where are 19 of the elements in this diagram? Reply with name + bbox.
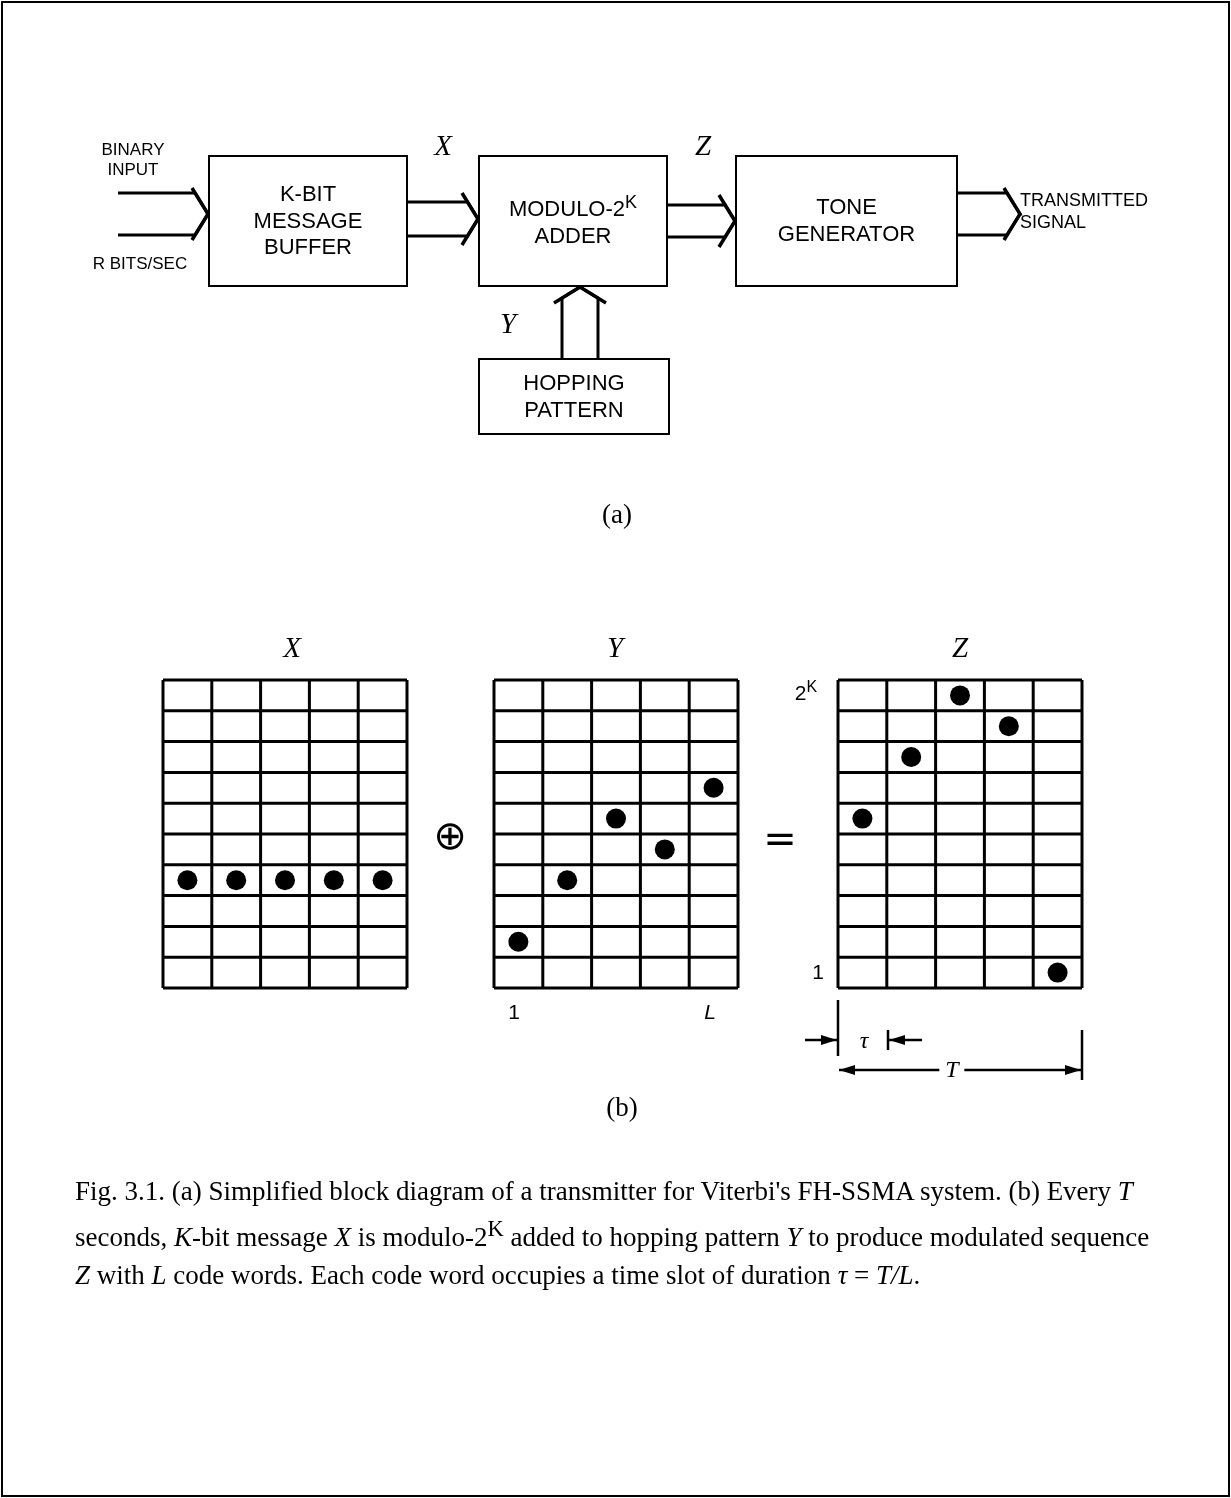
axis-variable-label: X: [283, 631, 301, 665]
panel-label: (a): [602, 499, 632, 531]
axis-variable-label: Z: [951, 631, 969, 665]
axis-tick-label: 1: [508, 999, 520, 1025]
panel-label: (b): [606, 1092, 638, 1124]
process-box: MODULO-2$^{K}$ ADDER: [478, 155, 668, 287]
axis-tick-label: L: [704, 999, 716, 1025]
operator-symbol: =: [763, 815, 797, 861]
axis-tick-label: 1: [812, 959, 824, 985]
figure-caption: Fig. 3.1. (a) Simplified block diagram of a transmitter for Viterbi's FH-SSMA system. (b) Every T seconds, K-bit message X is modulo-2$^{K}$ added to hopping pattern Y to produce modulated sequence Z with L code words. Each code word occupies a time slot of duration τ = T/L.: [75, 1175, 1151, 1292]
axis-variable-label: Y: [606, 631, 624, 665]
process-box: K-BIT MESSAGE BUFFER: [208, 155, 408, 287]
signal-label: TRANSMITTED SIGNAL: [1020, 180, 1198, 244]
process-box: TONE GENERATOR: [735, 155, 958, 287]
signal-label: R BITS/SEC: [92, 254, 188, 274]
operator-symbol: ⊕: [433, 812, 467, 858]
signal-label: BINARY INPUT: [100, 140, 166, 180]
axis-tick-label: 2$^{K}$: [794, 678, 818, 706]
process-box: HOPPING PATTERN: [478, 358, 670, 435]
